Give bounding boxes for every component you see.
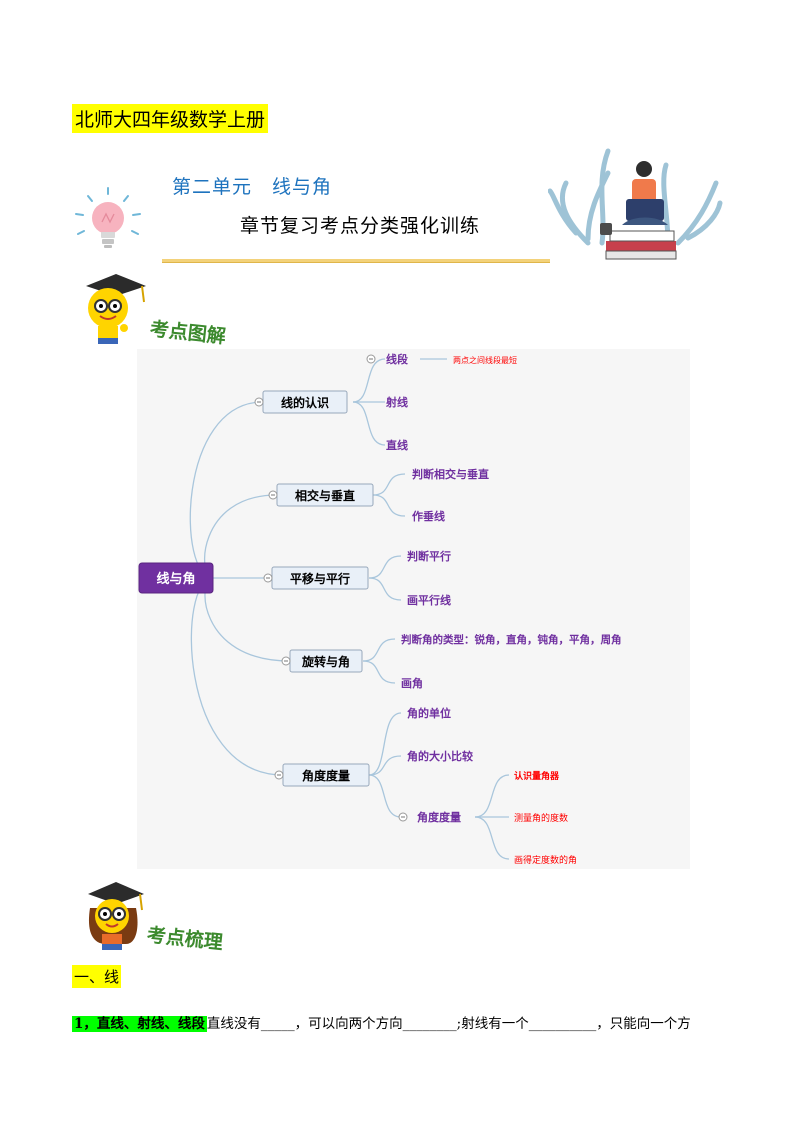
paragraph-1: 1，直线、射线、线段直线没有_____，可以向两个方向________;射线有一… <box>72 1012 691 1032</box>
mindmap-leaf: 作垂线 <box>412 509 445 523</box>
mindmap-node-rotation-angle: 旋转与角 <box>281 649 363 673</box>
mindmap-leaf: 判断角的类型：锐角，直角，钝角，平角，周角 <box>401 633 622 646</box>
connector <box>474 816 510 860</box>
svg-text:平移与平行: 平移与平行 <box>290 571 350 586</box>
mindmap-root-node <box>138 562 214 594</box>
title-divider <box>162 259 550 263</box>
mindmap-node-intersect-perpendicular: 相交与垂直 <box>268 483 374 507</box>
mindmap-leaf: 认识量角器 <box>514 770 560 782</box>
mindmap-leaf: 画平行线 <box>407 593 451 607</box>
connector <box>372 494 406 517</box>
connector <box>368 577 402 601</box>
mindmap-node-angle-measure: 角度度量 <box>274 763 370 787</box>
mindmap-leaf: 画得定度数的角 <box>514 854 577 866</box>
paragraph-1-text: 直线没有_____，可以向两个方向________;射线有一个_________… <box>206 1016 691 1032</box>
connector <box>362 660 396 684</box>
connector <box>352 358 386 403</box>
svg-text:线的认识: 线的认识 <box>281 395 329 410</box>
mindmap-leaf: 射线 <box>385 395 408 409</box>
mindmap-node-line-recognition: 线的认识 <box>254 390 348 414</box>
section-label-diagram: 考点图解 <box>148 318 227 348</box>
mindmap-diagram: 线与角 线的认识 相交与垂直 平移与平行 旋转与角 <box>138 352 622 866</box>
graduate-boy-icon <box>86 274 146 344</box>
connector <box>474 774 510 818</box>
connector <box>190 577 284 776</box>
connector <box>352 401 386 446</box>
connector <box>189 401 264 579</box>
mindmap-leaf: 角的单位 <box>407 706 451 720</box>
mindmap-leaf: 角的大小比较 <box>407 749 473 763</box>
mindmap-leaf: 直线 <box>386 438 408 452</box>
mindmap-leaf: 测量角的度数 <box>514 812 568 824</box>
connector <box>204 494 278 579</box>
connector <box>368 755 402 776</box>
connector <box>368 712 402 776</box>
mindmap-leaf: 判断相交与垂直 <box>412 467 489 481</box>
connector <box>362 638 396 662</box>
heading-lines: 一、线 <box>72 965 122 988</box>
svg-text:相交与垂直: 相交与垂直 <box>295 488 355 503</box>
mindmap-leaf: 画角 <box>401 676 423 690</box>
paragraph-1-label: 1，直线、射线、线段 <box>72 1016 207 1032</box>
svg-text:旋转与角: 旋转与角 <box>301 654 350 669</box>
mindmap-leaf: 角度度量 <box>417 810 461 824</box>
lightbulb-icon <box>75 187 141 248</box>
graduate-girl-icon <box>88 882 144 950</box>
student-laptop-illustration <box>548 148 723 260</box>
mindmap-root-label: 线与角 <box>156 571 195 587</box>
connector <box>204 577 291 662</box>
connector <box>368 555 402 579</box>
connector <box>368 774 402 818</box>
unit-title: 第二单元 线与角 <box>172 176 333 198</box>
mindmap-note: 两点之间线段最短 <box>453 355 517 365</box>
section-label-outline: 考点梳理 <box>145 924 224 954</box>
document-title: 北师大四年级数学上册 <box>72 104 269 133</box>
mindmap-leaf: 线段 <box>386 352 408 366</box>
connector <box>372 473 406 496</box>
svg-text:角度度量: 角度度量 <box>302 768 350 783</box>
mindmap-leaf: 判断平行 <box>407 549 451 563</box>
mindmap-node-translation-parallel: 平移与平行 <box>263 566 369 590</box>
mindmap-panel: 线与角 线的认识 相交与垂直 平移与平行 旋转与角 <box>137 349 690 869</box>
unit-subtitle: 章节复习考点分类强化训练 <box>240 215 481 237</box>
